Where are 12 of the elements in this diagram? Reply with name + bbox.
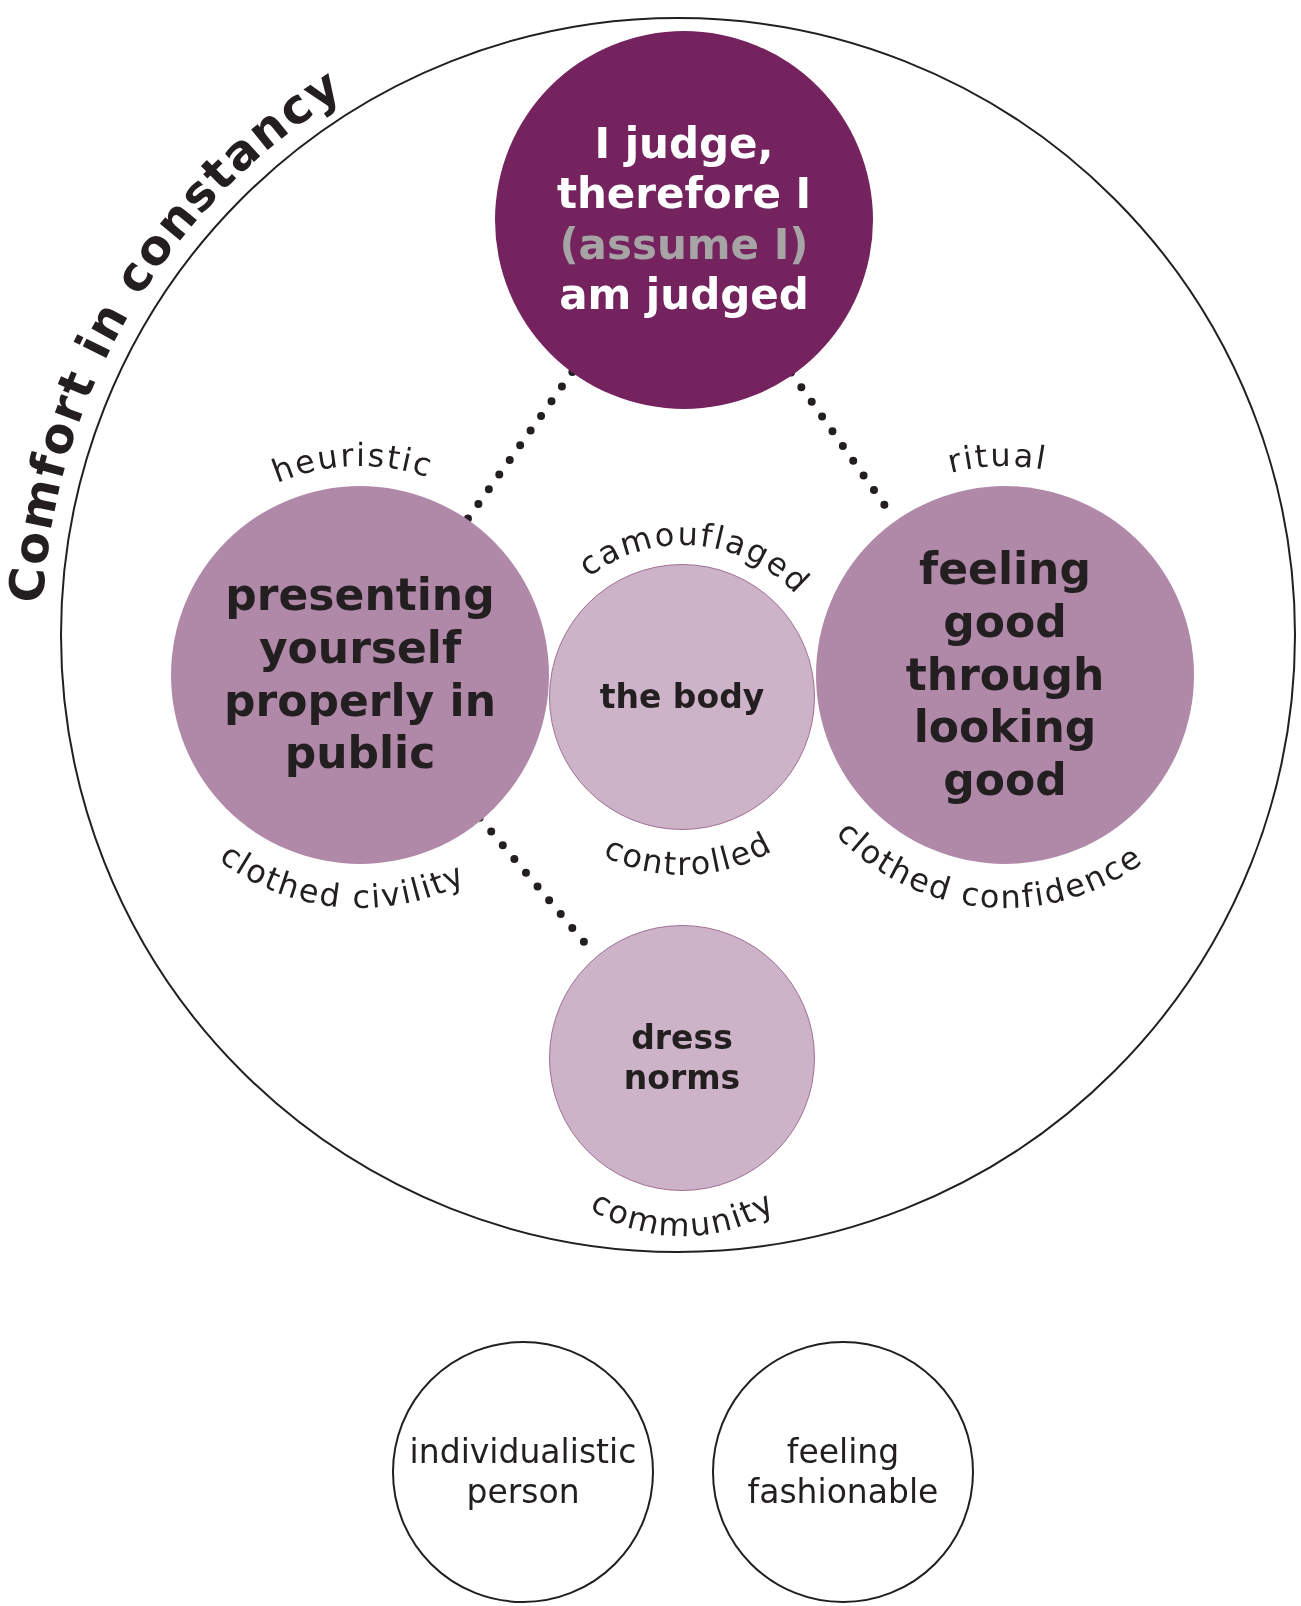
curved-label: ritual (943, 435, 1051, 481)
circle-label: presenting yourself properly in public (223, 569, 497, 781)
circle-label: individualistic person (408, 1432, 638, 1512)
curved-label: community (584, 1182, 782, 1245)
circle-label: I judge, therefore I (555, 119, 813, 220)
circle-label: the body (598, 677, 766, 717)
circle-label: dress norms (622, 1018, 742, 1098)
circle-label: am judged (558, 270, 810, 321)
circle-label: (assume I) (558, 220, 810, 271)
circle-label: feeling good through looking good (904, 543, 1106, 807)
curved-label: controlled (598, 823, 779, 884)
circle-label: feeling fashionable (746, 1432, 940, 1512)
